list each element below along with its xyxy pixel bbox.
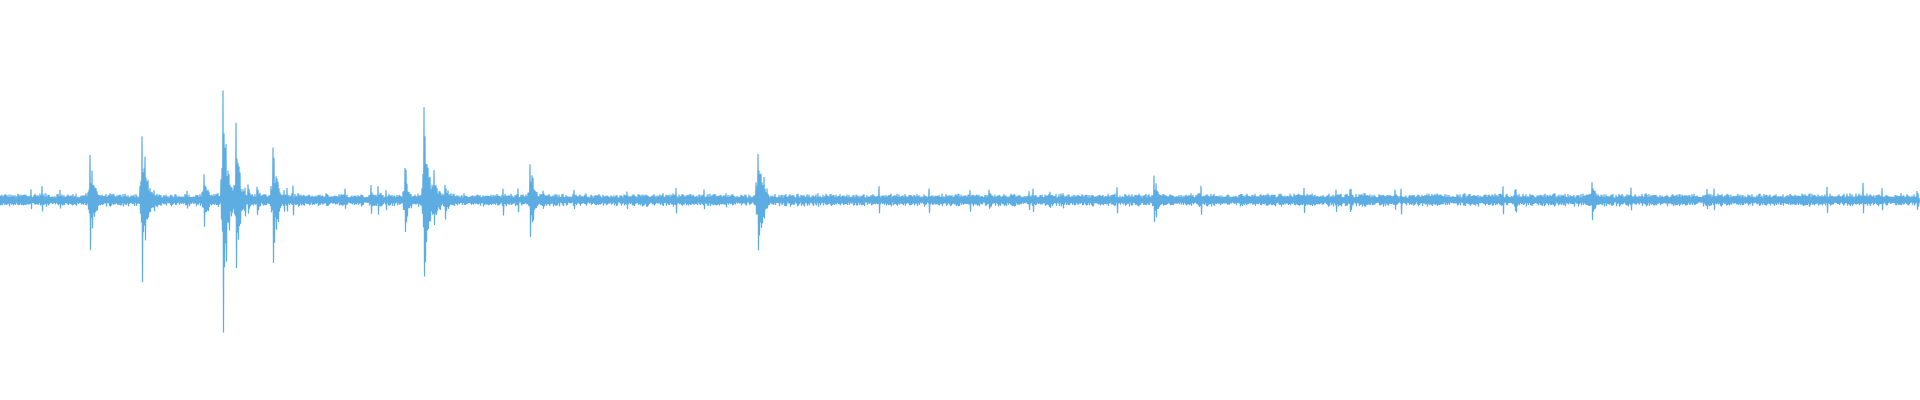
waveform-trace <box>0 90 1920 333</box>
